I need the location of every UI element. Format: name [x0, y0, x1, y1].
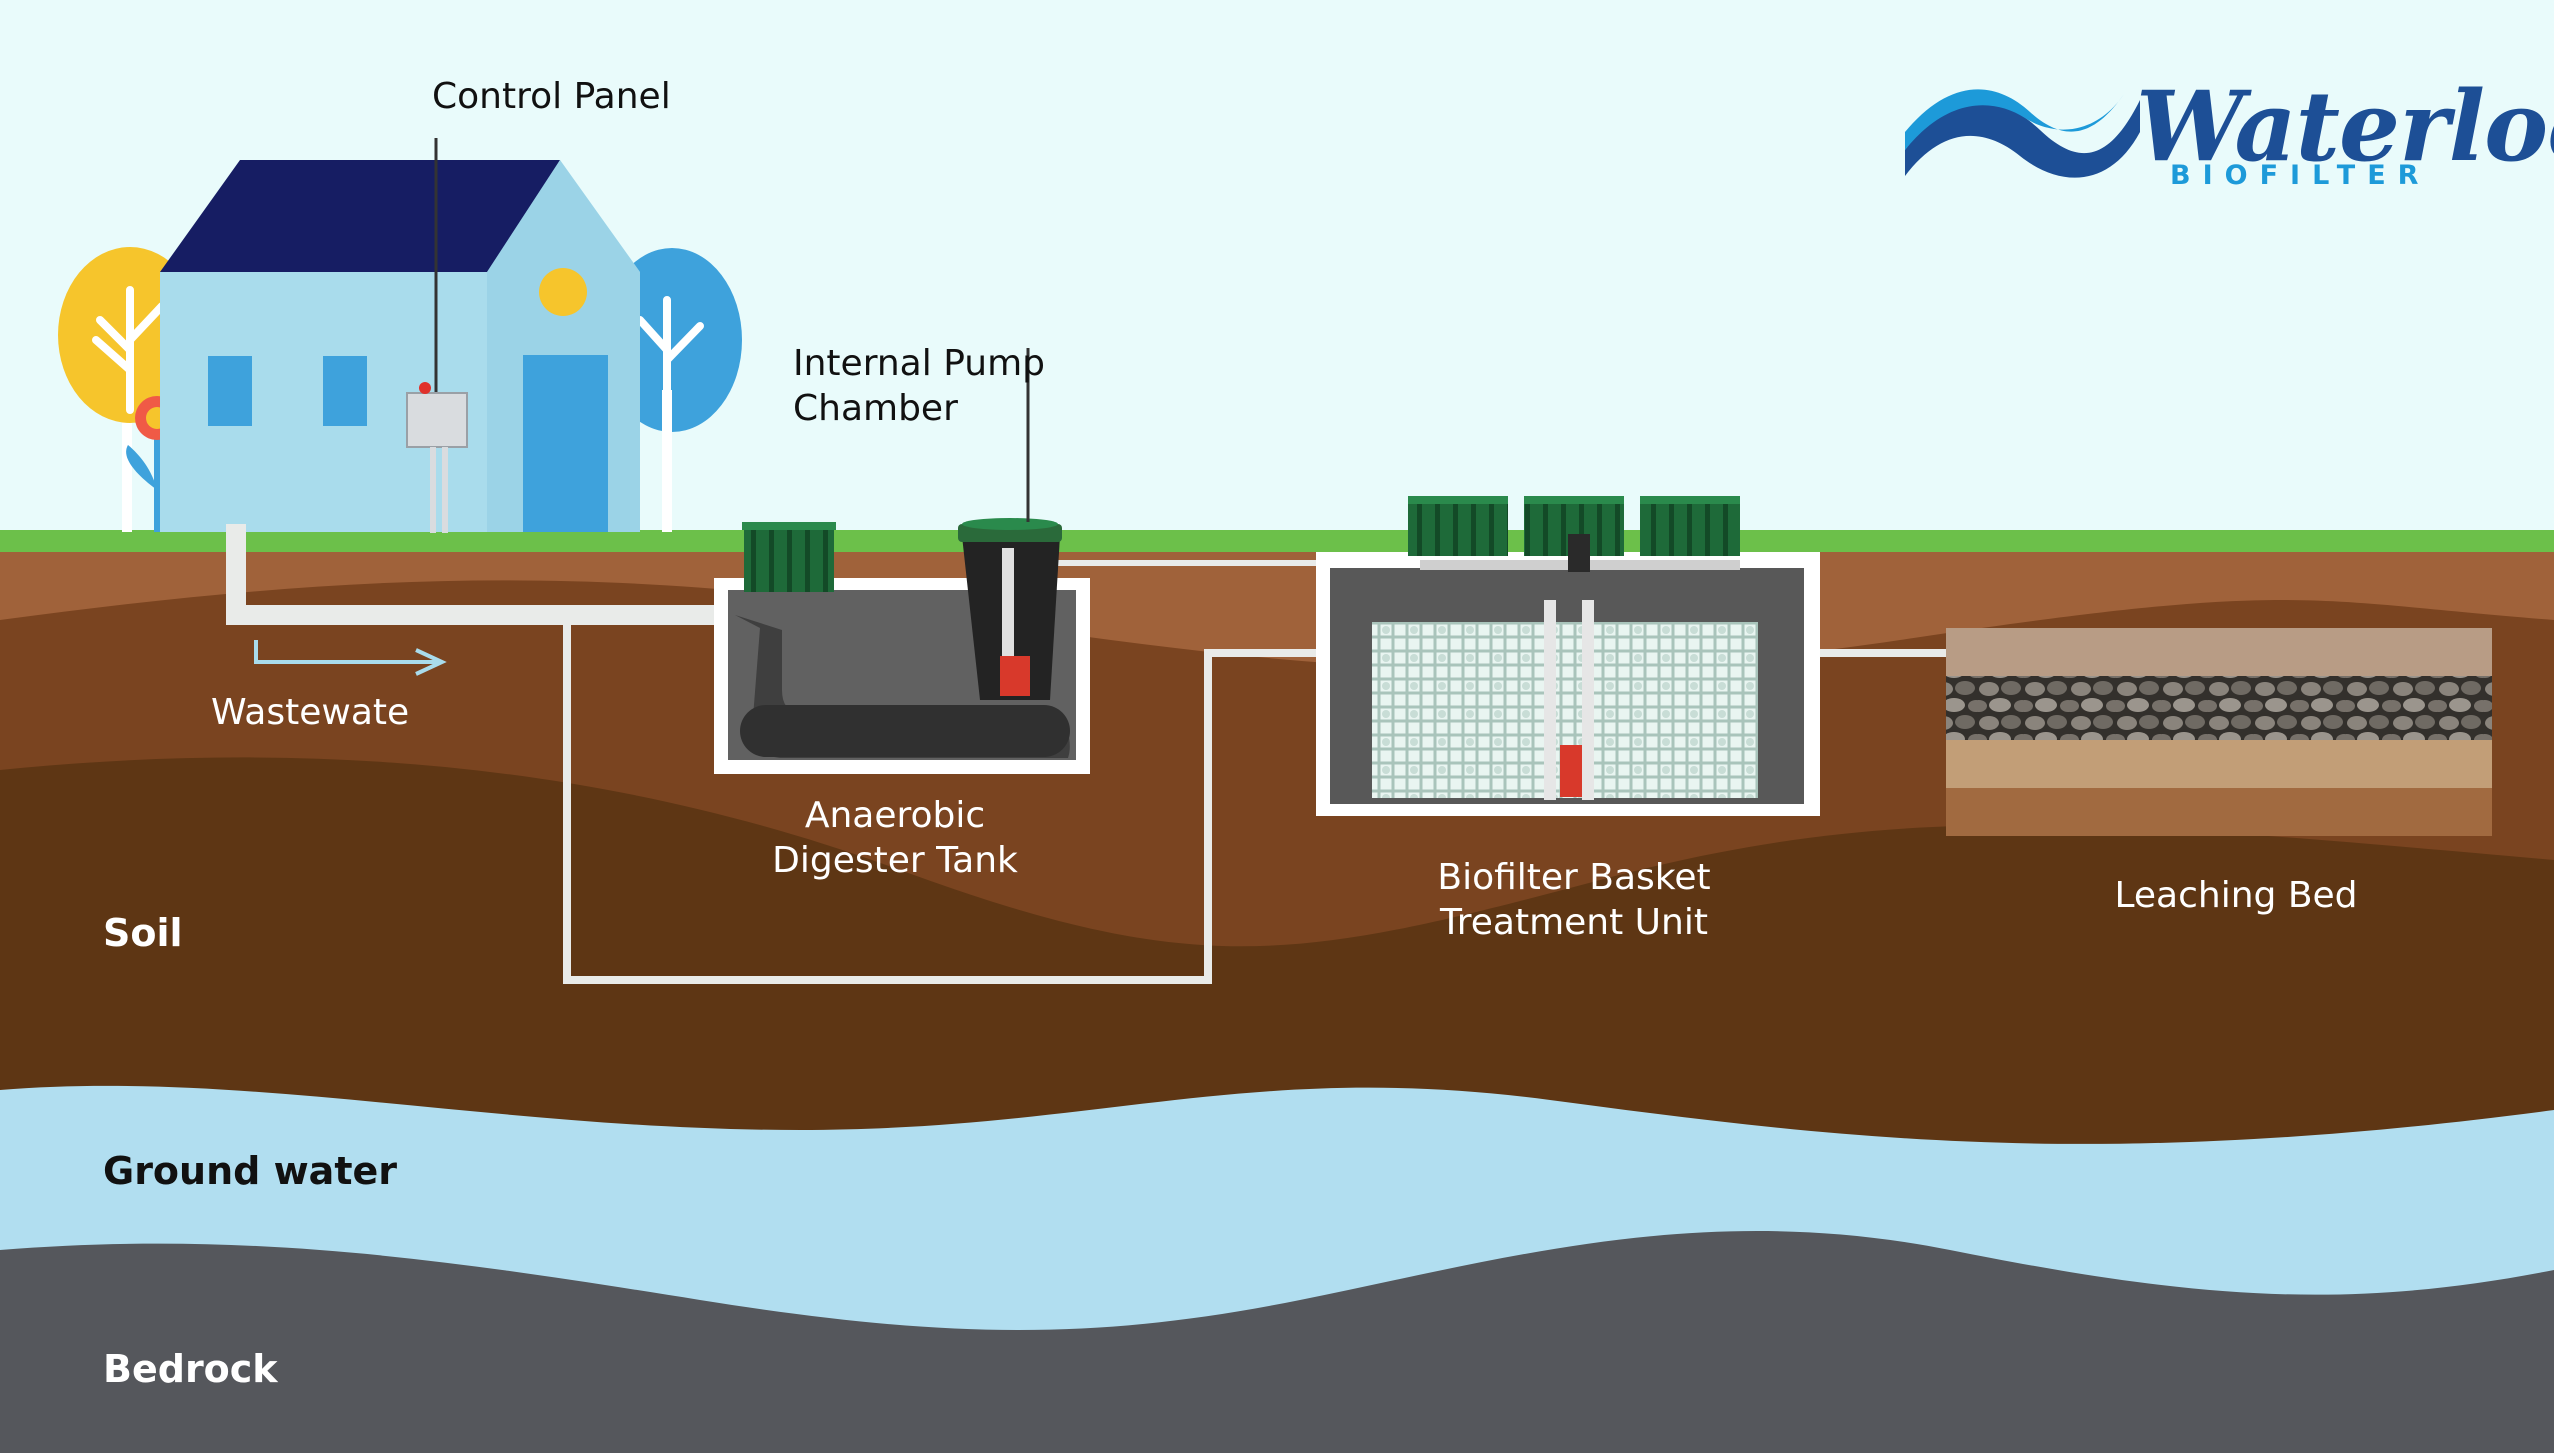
waterloo-logo-mark	[1905, 89, 2140, 178]
layer-label-ground-water: Ground water	[103, 1149, 397, 1193]
label-internal-pump-line1: Internal Pump	[793, 343, 1045, 384]
label-digester-line2: Digester Tank	[772, 840, 1018, 881]
brand-name: Waterloo	[2136, 70, 2554, 183]
control-panel	[406, 138, 468, 533]
grass	[0, 530, 2554, 552]
layer-label-soil: Soil	[103, 911, 183, 955]
layer-label-bedrock: Bedrock	[103, 1347, 278, 1391]
bedrock-layer	[0, 1230, 2554, 1453]
label-biofilter-line1: Biofilter Basket	[1437, 857, 1711, 898]
leaching-bed	[1946, 628, 2492, 836]
house	[160, 160, 640, 532]
label-wastewater: Wastewate	[211, 692, 410, 733]
wastewater-flow-arrow	[254, 640, 447, 676]
biofilter-treatment-unit	[1316, 496, 1820, 816]
label-leaching-bed: Leaching Bed	[2114, 875, 2358, 916]
brand-subtitle: BIOFILTER	[2170, 160, 2431, 191]
anaerobic-digester-tank	[714, 348, 1090, 774]
label-biofilter-line2: Treatment Unit	[1440, 902, 1708, 943]
label-control-panel: Control Panel	[432, 76, 671, 117]
label-internal-pump-line2: Chamber	[793, 388, 958, 429]
label-digester-line1: Anaerobic	[804, 795, 986, 836]
